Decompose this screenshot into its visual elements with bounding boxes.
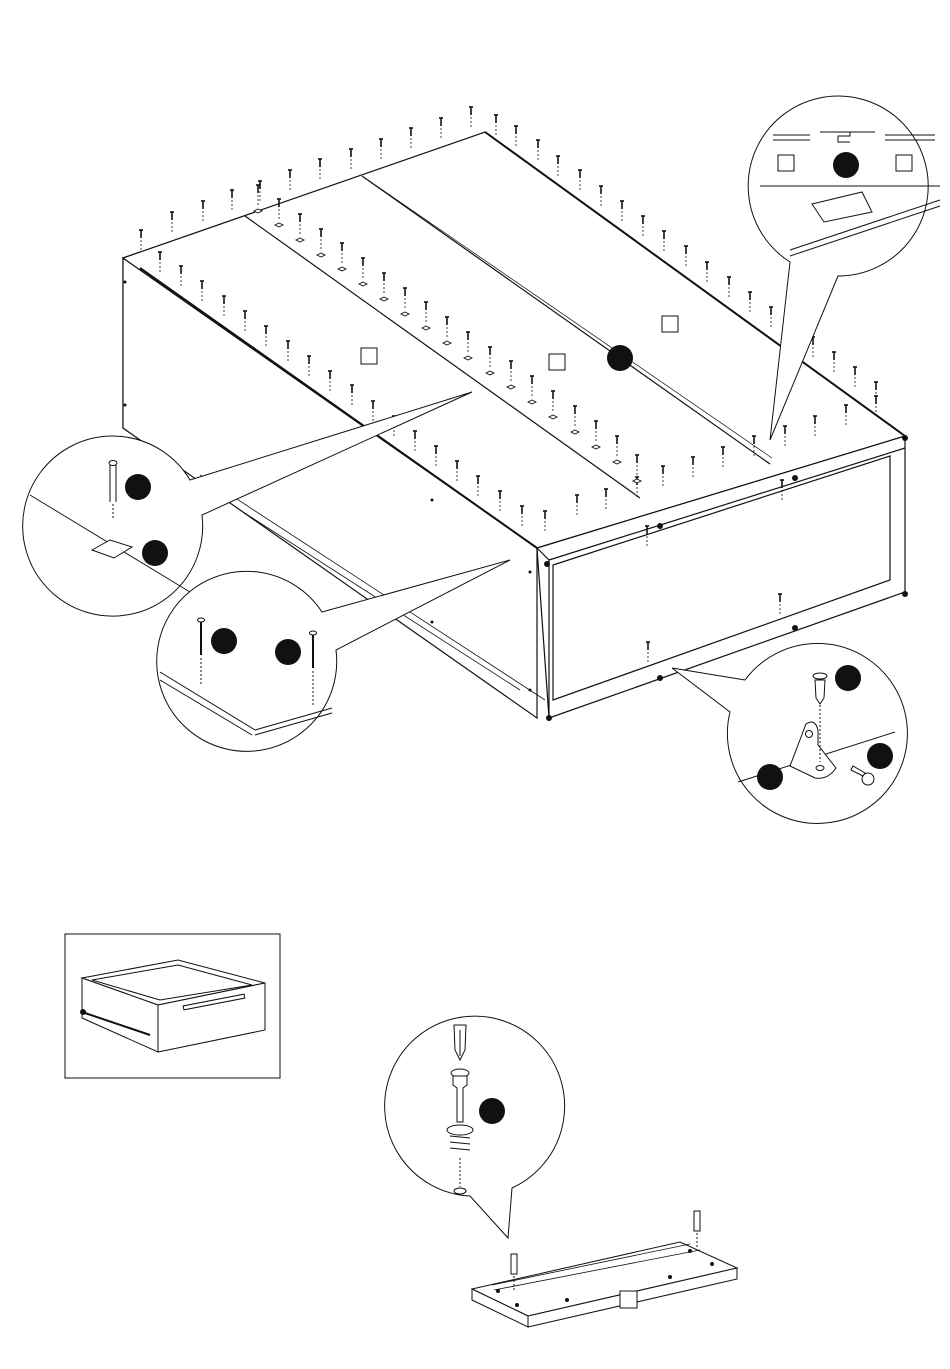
callout-corner-bracket [672, 643, 907, 823]
marker-nail-right [275, 639, 301, 665]
part-box-panel-middle [549, 354, 565, 370]
part-box-panel-left [361, 348, 377, 364]
drawer-thumbnail [65, 934, 280, 1078]
marker-washer [142, 540, 168, 566]
part-box-connector-right [896, 155, 912, 171]
callout-cam-screw [385, 1016, 565, 1238]
marker-connector-detail [833, 152, 859, 178]
marker-connector-strip [607, 345, 633, 371]
marker-bracket-screw-top [835, 665, 861, 691]
marker-nail [125, 474, 151, 500]
part-box-panel-right [662, 316, 678, 332]
marker-nail-left [211, 628, 237, 654]
part-box-connector-left [778, 155, 794, 171]
marker-cam-screw [479, 1098, 505, 1124]
marker-bracket-screw-side [867, 743, 893, 769]
marker-bracket [757, 764, 783, 790]
part-box-bottom-board [620, 1291, 637, 1308]
callout-connector-strip [748, 96, 940, 440]
